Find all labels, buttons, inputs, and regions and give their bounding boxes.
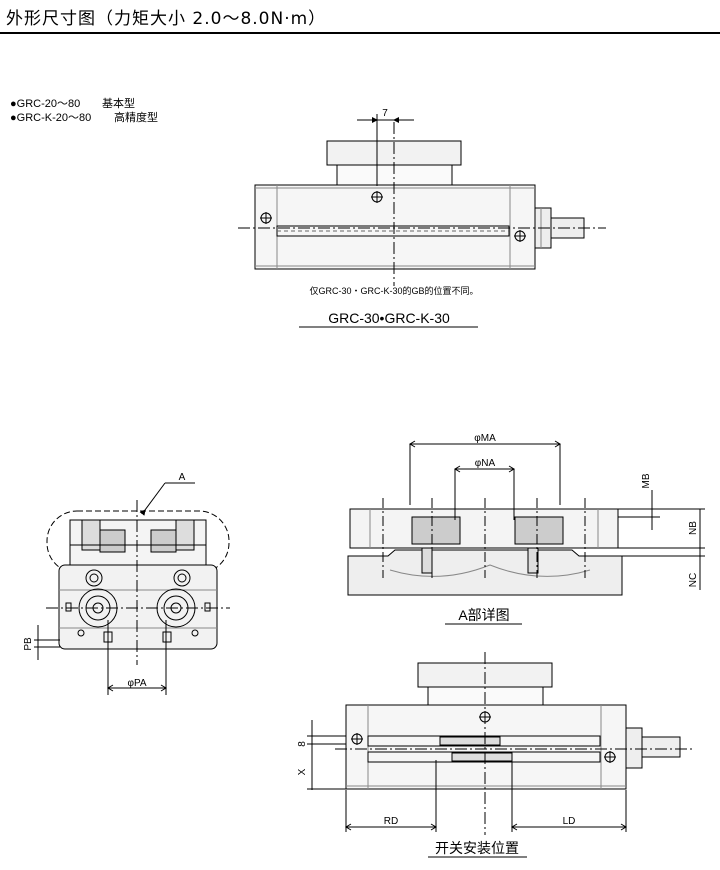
dim-rd-label: RD xyxy=(384,816,398,827)
model-item-precision: ●GRC-K-20～80 高精度型 xyxy=(10,111,158,125)
model-list: ●GRC-20～80 基本型 ●GRC-K-20～80 高精度型 xyxy=(10,97,158,125)
title-underline xyxy=(0,32,720,34)
model-desc: 高精度型 xyxy=(114,112,158,124)
model-code: ●GRC-K-20～80 xyxy=(10,112,92,124)
top-view xyxy=(238,114,606,328)
dim-ld-label: LD xyxy=(563,816,576,827)
dim-ma-label: φMA xyxy=(474,433,496,444)
dim-8-label: 8 xyxy=(297,741,308,747)
dim-mb-label: MB xyxy=(641,473,652,488)
front-view xyxy=(34,482,230,695)
dim-x-label: X xyxy=(297,768,308,775)
page-title: 外形尺寸图（力矩大小 2.0～8.0N·m） xyxy=(6,9,327,29)
dim-nc-label: NC xyxy=(688,573,699,587)
model-item-basic: ●GRC-20～80 基本型 xyxy=(10,97,158,111)
detail-a-view xyxy=(347,440,705,625)
detail-a-marker: A xyxy=(179,472,186,483)
switch-position-view xyxy=(307,652,692,858)
dim-na-label: φNA xyxy=(475,458,496,469)
model-code: ●GRC-20～80 xyxy=(10,98,81,110)
model-desc: 基本型 xyxy=(102,98,135,110)
switch-view-caption: 开关安装位置 xyxy=(435,840,519,856)
dim-pa-label: φPA xyxy=(127,678,146,689)
top-view-caption: GRC-30•GRC-K-30 xyxy=(328,310,450,326)
dim-nb-label: NB xyxy=(688,521,699,535)
gb-position-note: 仅GRC-30・GRC-K-30的GB的位置不同。 xyxy=(309,285,478,296)
dim-pb-label: PB xyxy=(23,637,34,651)
dim-7-label: 7 xyxy=(382,108,388,119)
detail-a-caption: A部详图 xyxy=(458,607,509,623)
